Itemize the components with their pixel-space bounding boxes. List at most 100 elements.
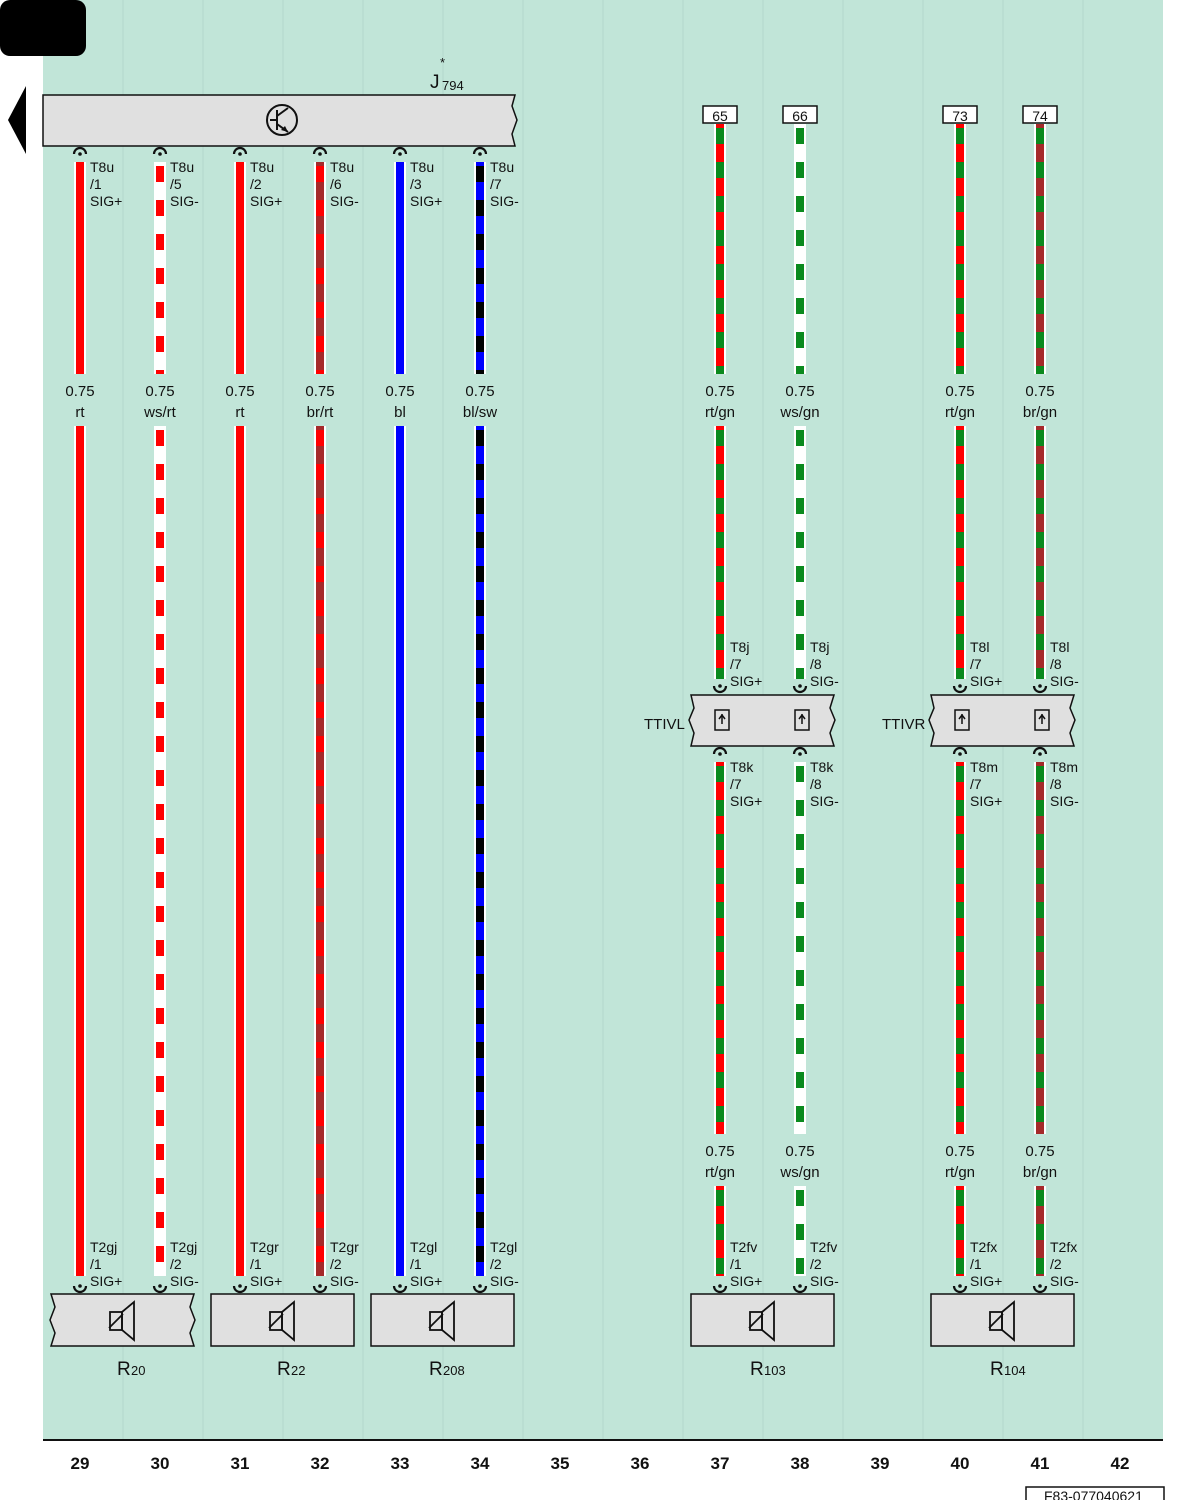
wire-stripe xyxy=(316,1178,324,1194)
wire-stripe xyxy=(156,1246,164,1262)
page-tab[interactable] xyxy=(0,0,86,56)
wire-stripe xyxy=(796,1258,804,1274)
speaker-name: R xyxy=(990,1359,1004,1380)
wire-stripe xyxy=(796,1106,804,1122)
wire-stripe xyxy=(956,298,964,314)
wire-stripe xyxy=(1036,162,1044,178)
wire-stripe xyxy=(476,464,484,480)
wire-stripe xyxy=(796,1224,804,1240)
wire-stripe xyxy=(476,1042,484,1058)
wire-stripe xyxy=(476,532,484,548)
wire-stripe xyxy=(956,332,964,348)
wire-stripe xyxy=(716,230,724,246)
reference-number: 66 xyxy=(792,108,808,124)
reference-number: 65 xyxy=(712,108,728,124)
reference-box xyxy=(1022,105,1058,124)
mid-bottom-signal: SIG- xyxy=(810,793,839,809)
wire-stripe xyxy=(1036,970,1044,986)
wire-stripe xyxy=(156,532,164,548)
wire-size: 0.75 xyxy=(1025,1143,1054,1160)
top-signal: SIG- xyxy=(490,193,519,209)
wire-stripe xyxy=(796,800,804,816)
wire-stripe xyxy=(1036,430,1044,446)
top-pin: /6 xyxy=(330,176,342,192)
reference-number: 73 xyxy=(952,108,968,124)
wire-stripe xyxy=(476,268,484,284)
wire-stripe xyxy=(1036,464,1044,480)
top-signal: SIG- xyxy=(170,193,199,209)
wire-stripe xyxy=(1036,1004,1044,1020)
wire-stripe xyxy=(716,332,724,348)
wire-stripe xyxy=(156,1110,164,1126)
wire-stripe xyxy=(476,302,484,318)
bottom-pin: /1 xyxy=(90,1256,102,1272)
wire-stripe xyxy=(956,668,964,679)
wire-stripe xyxy=(716,800,724,816)
wire-color: ws/gn xyxy=(779,404,819,421)
wire-stripe xyxy=(796,498,804,514)
bottom-signal: SIG+ xyxy=(410,1273,442,1289)
wire-stripe xyxy=(796,128,804,144)
wire-stripe xyxy=(1036,566,1044,582)
control-module-j794: * J 794 xyxy=(42,55,518,147)
mid-top-pin: /8 xyxy=(810,656,822,672)
wire-stripe xyxy=(1036,834,1044,850)
wire-stripe xyxy=(156,464,164,480)
wire-stripe xyxy=(716,196,724,212)
bottom-signal: SIG- xyxy=(490,1273,519,1289)
reference-box xyxy=(782,105,818,124)
wire-color: rt/gn xyxy=(945,1164,975,1181)
mid-top-pin: /8 xyxy=(1050,656,1062,672)
wire-size: 0.75 xyxy=(785,383,814,400)
speaker-r208: R 208 xyxy=(370,1293,515,1380)
wire-stripe xyxy=(476,498,484,514)
wire-stripe xyxy=(716,298,724,314)
wire-stripe xyxy=(316,1076,324,1092)
top-signal: SIG+ xyxy=(250,193,282,209)
wire-stripe xyxy=(956,498,964,514)
wire-stripe xyxy=(476,804,484,820)
mid-top-pin: /7 xyxy=(730,656,742,672)
bottom-pin: /1 xyxy=(250,1256,262,1272)
speaker-sub: 104 xyxy=(1004,1363,1026,1378)
mid-bottom-pin: /8 xyxy=(810,776,822,792)
connector-label: TTIVL xyxy=(644,716,685,733)
wire-stripe xyxy=(956,366,964,374)
wire-color: rt/gn xyxy=(945,404,975,421)
wire-stripe xyxy=(956,128,964,144)
wire-stripe xyxy=(316,1212,324,1228)
wire-stripe xyxy=(156,1076,164,1092)
wire-stripe xyxy=(1036,1190,1044,1206)
wire-stripe xyxy=(156,430,164,446)
wire-stripe xyxy=(796,970,804,986)
wire-stripe xyxy=(956,566,964,582)
wire-stripe xyxy=(716,1224,724,1240)
bottom-connector: T2gr xyxy=(330,1239,359,1255)
wire-stripe xyxy=(716,600,724,616)
wire-stripe xyxy=(1036,668,1044,679)
wire-stripe xyxy=(316,1042,324,1058)
wire-size: 0.75 xyxy=(385,383,414,400)
wire-stripe xyxy=(156,974,164,990)
wire-stripe xyxy=(716,498,724,514)
wire-stripe xyxy=(476,1008,484,1024)
module-name: J xyxy=(430,72,440,93)
wire-stripe xyxy=(796,834,804,850)
wire-stripe xyxy=(316,1246,324,1262)
wire-stripe xyxy=(316,430,324,446)
bottom-signal: SIG- xyxy=(1050,1273,1079,1289)
wire-stripe xyxy=(716,936,724,952)
wire-stripe xyxy=(316,906,324,922)
bottom-connector: T2gr xyxy=(250,1239,279,1255)
wire-color: bl xyxy=(394,404,406,421)
wire-stripe xyxy=(316,1144,324,1160)
back-arrow-icon[interactable] xyxy=(8,86,26,154)
wire-stripe xyxy=(956,532,964,548)
bottom-connector: T2gj xyxy=(170,1239,197,1255)
wire-stripe xyxy=(476,1246,484,1262)
wire-stripe xyxy=(156,702,164,718)
wire-stripe xyxy=(156,1008,164,1024)
